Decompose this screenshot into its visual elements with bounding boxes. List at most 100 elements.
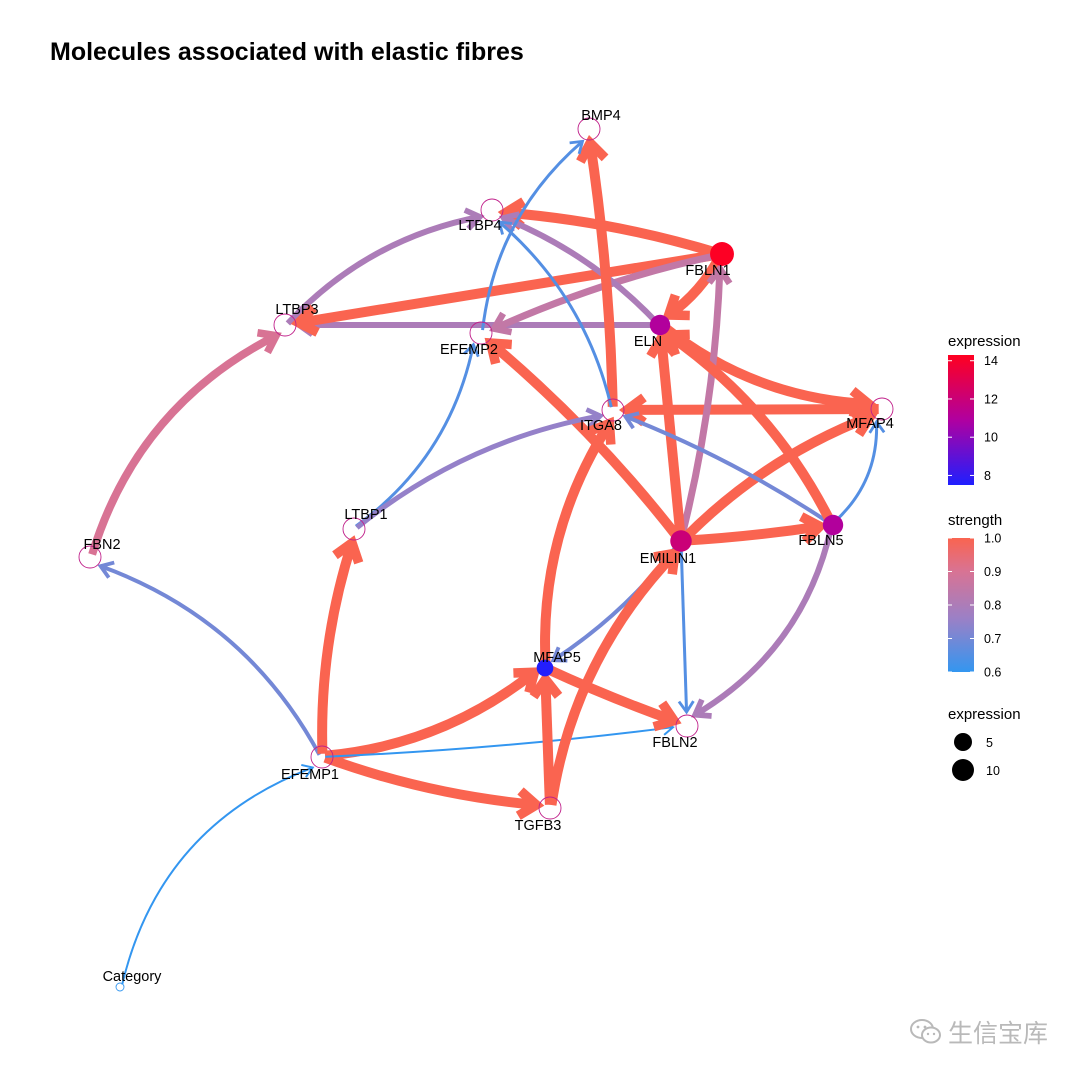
edge-arrowhead (550, 646, 568, 663)
edge-emilin1-to-mfap4 (680, 406, 878, 543)
edge-efemp1-to-ltbp1 (317, 535, 364, 754)
edge-efemp2-to-bmp4 (481, 139, 585, 331)
edge-line (325, 726, 674, 758)
edge-ltbp1-to-itga8 (355, 407, 605, 530)
node-itga8 (601, 398, 625, 422)
edge-line (481, 140, 584, 331)
edge-arrowhead (569, 139, 585, 155)
node-tgfb3 (538, 796, 562, 820)
legend-tick-label: 12 (984, 392, 998, 406)
edge-arrowhead (256, 329, 282, 355)
node-label-efemp2: EFEMP2 (440, 342, 498, 358)
edge-arrowhead (618, 393, 647, 427)
edge-arrowhead (513, 667, 541, 694)
legend-expression-size: expression 5 10 (948, 706, 1021, 781)
edge-arrowhead (677, 700, 695, 715)
edge-emilin1-to-fbln2 (677, 544, 695, 715)
edge-ltbp1-to-efemp2 (354, 342, 480, 528)
node-bmp4 (577, 117, 601, 141)
edge-arrowhead (529, 671, 563, 700)
edge-itga8-to-ltbp4 (497, 220, 613, 408)
edge-line (656, 337, 686, 539)
node-label-emilin1: EMILIN1 (640, 551, 696, 567)
edge-arrowhead (848, 406, 878, 438)
edge-arrowhead (463, 342, 480, 358)
edge-efemp1-to-fbn2 (97, 560, 322, 756)
edge-arrowhead (301, 763, 315, 778)
edge-arrowhead (653, 547, 681, 575)
edge-emilin1-to-fbln1 (678, 263, 733, 539)
legend-expression-ticks: 14 12 10 8 (948, 354, 998, 483)
legend-strength-ticks: 1.00.90.80.70.6 (948, 532, 1001, 680)
edge-fbln1-to-ltbp4 (497, 197, 720, 259)
edge-arrowhead (690, 698, 712, 719)
legend-tick-label: 10 (984, 431, 998, 445)
chart-title: Molecules associated with elastic fibres (50, 38, 524, 66)
edge-arrowhead (332, 535, 364, 565)
edge-fbln5-to-mfap4 (833, 419, 886, 524)
edge-arrowhead (463, 207, 485, 231)
node-efemp1 (310, 745, 334, 769)
node-label-ltbp4: LTBP4 (458, 218, 501, 234)
edge-ltbp3-to-ltbp4 (285, 207, 485, 326)
edge-line (540, 679, 555, 805)
edge-line (680, 412, 873, 543)
edge-line (324, 668, 538, 761)
legend-tick-label: 8 (984, 469, 991, 483)
edge-arrowhead (97, 560, 115, 579)
edge-line (585, 142, 618, 407)
node-label-mfap4: MFAP4 (846, 416, 894, 432)
edge-line (285, 213, 481, 326)
node-label-category: Category (103, 969, 163, 985)
node-fbln5 (822, 514, 844, 536)
edge-line (323, 753, 537, 810)
edge-arrowhead (706, 263, 733, 286)
node-label-mfap5: MFAP5 (533, 650, 581, 666)
edge-line (540, 420, 614, 666)
edge-line (99, 564, 322, 756)
legend-strength: strength 1.00.90.80.70.6 (948, 512, 1002, 680)
node-mfap5 (536, 659, 554, 677)
edge-line (683, 521, 821, 546)
legend-strength-colorbar (948, 538, 974, 672)
edge-arrowhead (576, 135, 609, 164)
legend-tick-label: 0.6 (984, 666, 1001, 680)
watermark: 生信宝库 (909, 1014, 1048, 1050)
edge-line (355, 413, 601, 530)
node-ltbp4 (480, 198, 504, 222)
edge-arrowhead (498, 211, 521, 234)
wechat-icon (909, 1019, 941, 1044)
legend-tick-label: 0.8 (984, 599, 1001, 613)
legend-expression-color-title: expression (948, 333, 1021, 350)
edge-emilin1-to-efemp2 (484, 337, 683, 542)
node-category (115, 982, 125, 992)
node-efemp2 (469, 321, 493, 345)
legend-size-tick-10: 10 (986, 764, 1000, 778)
legend-size-large-dot (952, 759, 974, 781)
edge-line (502, 215, 660, 326)
edge-fbn2-to-ltbp3 (88, 329, 282, 556)
edge-itga8-to-bmp4 (576, 135, 618, 407)
node-label-bmp4: BMP4 (581, 108, 621, 124)
edge-tgfb3-to-emilin1 (546, 547, 681, 806)
legend-tick-label: 14 (984, 354, 998, 368)
node-fbn2 (78, 545, 102, 569)
edge-fbln5-to-eln (662, 329, 836, 525)
edge-arrowhead (662, 293, 690, 321)
edge-line (487, 339, 683, 542)
edge-line (121, 766, 314, 985)
node-emilin1 (670, 530, 692, 552)
node-label-ltbp3: LTBP3 (275, 302, 318, 318)
node-fbln2 (675, 714, 699, 738)
legend-tick-label: 0.9 (984, 565, 1001, 579)
edge-arrowhead (497, 220, 513, 235)
edge-arrowhead (868, 419, 886, 434)
node-label-fbln2: FBLN2 (652, 735, 697, 751)
edge-arrowhead (515, 787, 545, 820)
edge-emilin1-to-fbln5 (683, 512, 828, 546)
edges-layer (88, 135, 886, 985)
edge-line (665, 330, 836, 525)
